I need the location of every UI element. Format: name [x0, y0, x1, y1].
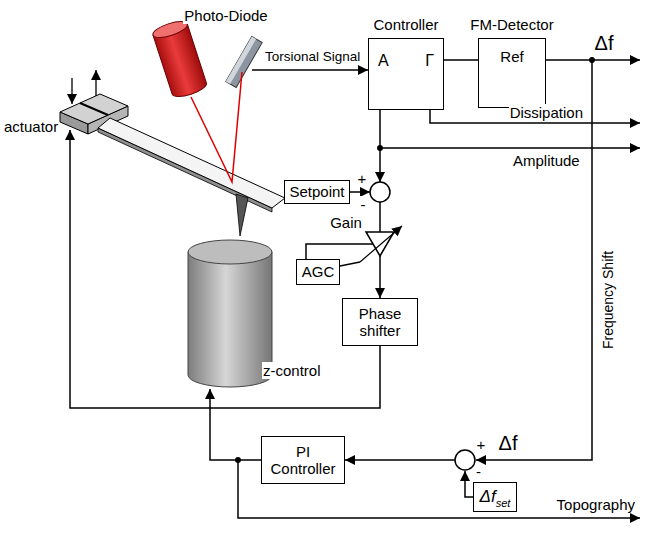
drive-wire: [70, 130, 380, 408]
connector: [444, 59, 478, 61]
node-text: FM-Detector: [470, 16, 553, 33]
z-control-wire: [210, 389, 261, 460]
pi-controller-box: PI Controller: [261, 436, 345, 484]
agc-box: AGC: [296, 259, 340, 285]
laser-beam: [191, 72, 242, 182]
node-subtext: Ref: [500, 48, 523, 65]
signal-wire: [345, 459, 455, 461]
node-text: Phase shifter: [347, 305, 413, 340]
summing-junction: [370, 182, 390, 202]
signal-label: Torsional Signal: [264, 49, 361, 65]
signal-label: actuator: [3, 118, 59, 135]
signal-wire: [379, 256, 381, 298]
setpoint-box: Setpoint: [284, 180, 350, 204]
wires: [70, 58, 640, 518]
cantilever: [98, 118, 285, 208]
actuator-arrow: [95, 70, 96, 96]
signal-wire: [306, 244, 373, 259]
signal-label: Topography: [556, 496, 636, 513]
node-text: Controller: [373, 16, 438, 33]
signal-label: +: [476, 436, 487, 453]
actuator-divider: [80, 103, 108, 115]
sample-top: [188, 240, 272, 264]
fm-detector-box: FM-DetectorRef: [478, 38, 546, 108]
signal-wire: [379, 148, 381, 182]
signal-label: Dissipation: [509, 104, 584, 121]
signal-label: +: [357, 170, 368, 187]
laser: [151, 18, 208, 100]
node-text: PI Controller: [266, 443, 340, 478]
signal-wire: [476, 60, 592, 460]
controller-box: ControllerAΓ: [368, 38, 444, 110]
signal-label: Δf: [498, 432, 519, 455]
signal-label: -: [360, 196, 367, 213]
actuator-top: [60, 94, 128, 124]
signal-label: -: [475, 463, 482, 480]
signal-wire: [340, 262, 360, 266]
photo-diode-body: [226, 36, 262, 87]
photo-diode: [226, 36, 262, 87]
signal-wire: [350, 191, 370, 193]
node-subtext: A: [378, 52, 389, 70]
signal-wire: [465, 471, 473, 497]
signal-label: Δf: [594, 32, 615, 55]
node-text: AGC: [302, 263, 335, 280]
phase-shifter-box: Phase shifter: [342, 298, 418, 346]
signal-wire: [379, 202, 381, 232]
node-text: Setpoint: [289, 183, 344, 200]
signal-wire: [252, 69, 368, 71]
actuator-arrow: [71, 78, 72, 104]
signal-label: Gain: [329, 214, 363, 231]
setpoint-value-box: Δfset: [473, 482, 517, 512]
node-subtext: set: [496, 497, 511, 510]
signal-label: Amplitude: [512, 152, 581, 169]
signal-label: z-control: [262, 362, 322, 379]
node-subtext: Γ: [425, 52, 434, 70]
sample-body: [188, 252, 272, 387]
junction-dot: [236, 458, 240, 462]
junction-dot: [378, 146, 382, 150]
node-text: Δf: [480, 487, 496, 507]
tip: [236, 194, 248, 236]
signal-label: Photo-Diode: [183, 7, 268, 24]
junction-dot: [590, 58, 594, 62]
summing-junction: [455, 450, 475, 470]
signal-label: Frequency Shift: [600, 250, 616, 350]
